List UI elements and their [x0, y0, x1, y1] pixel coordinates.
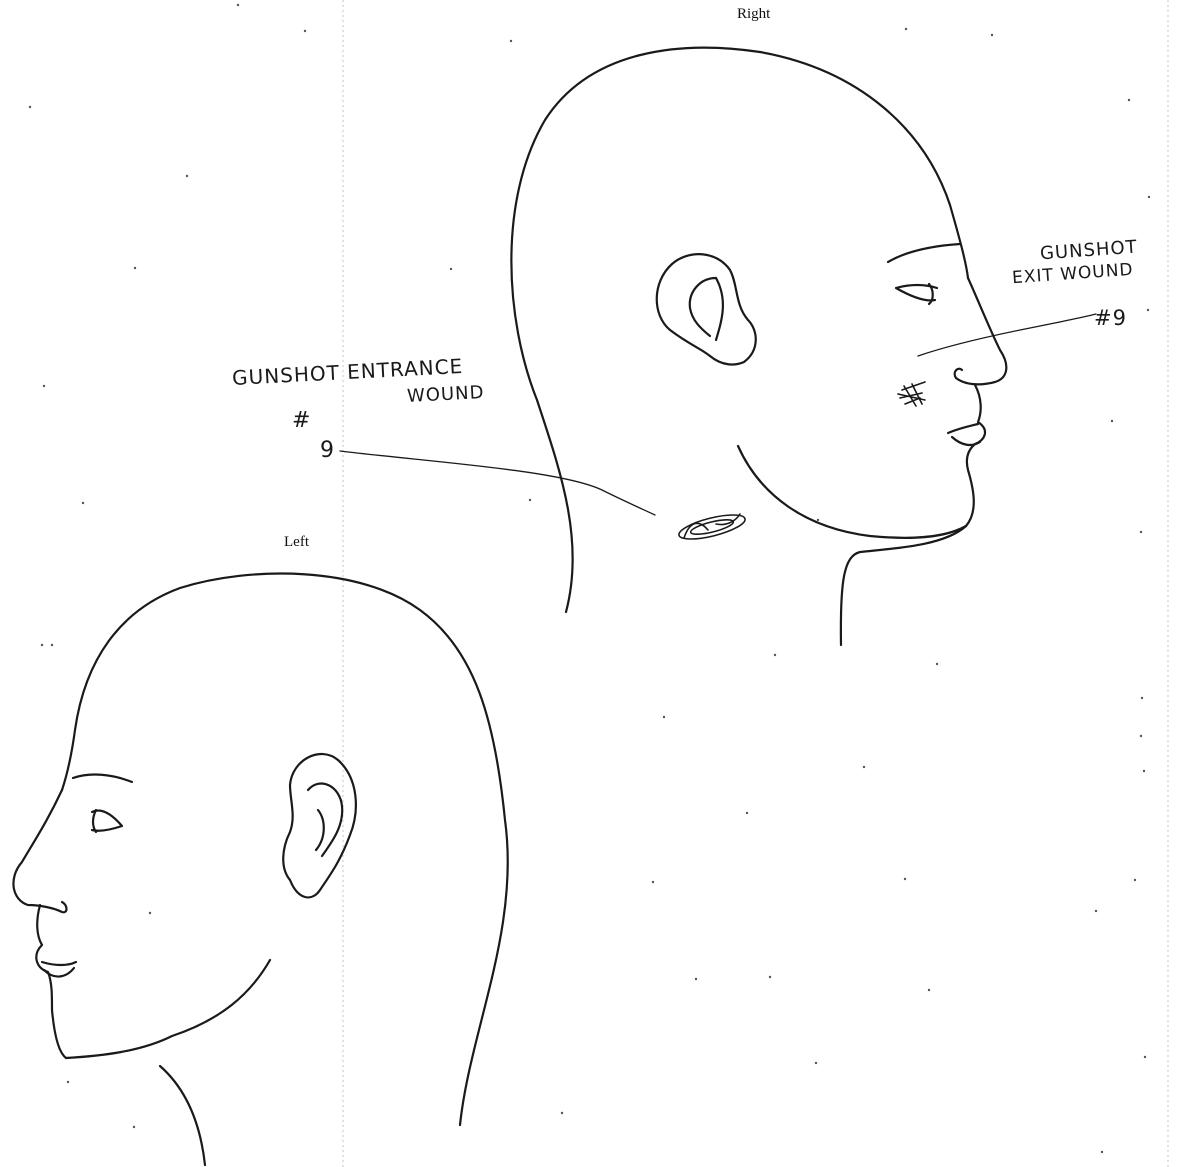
left-face-profile — [13, 790, 66, 1058]
right-view-label: Right — [737, 6, 770, 23]
right-eye — [896, 284, 937, 304]
right-head-outline — [511, 48, 968, 612]
left-eyebrow — [73, 775, 132, 782]
left-ear-inner — [308, 783, 342, 856]
entrance-wound-number: 9 — [320, 438, 335, 463]
right-lips — [948, 424, 980, 445]
exit-wound-mark — [898, 382, 925, 406]
right-jaw-line — [738, 446, 966, 538]
left-eye — [92, 810, 122, 832]
right-ear-inner — [690, 278, 723, 340]
left-jaw-line — [66, 960, 270, 1058]
scan-speckles — [29, 4, 1150, 1153]
right-neck-front — [841, 526, 966, 645]
right-eyebrow — [888, 244, 960, 262]
entrance-wound-label-line2: WOUND — [407, 382, 485, 407]
entrance-wound-mark — [677, 510, 747, 544]
right-profile-head — [511, 48, 1006, 645]
exit-leader-line — [918, 314, 1096, 356]
entrance-wound-hash: # — [292, 408, 311, 433]
left-ear — [283, 754, 356, 897]
left-profile-head — [13, 574, 507, 1165]
right-face-profile — [955, 278, 1007, 526]
left-view-label: Left — [284, 534, 309, 551]
entrance-leader-line — [340, 451, 655, 515]
left-neck-front — [160, 1066, 205, 1165]
right-ear — [657, 254, 756, 364]
left-lips — [42, 962, 76, 977]
exit-wound-number: #9 — [1094, 306, 1127, 330]
